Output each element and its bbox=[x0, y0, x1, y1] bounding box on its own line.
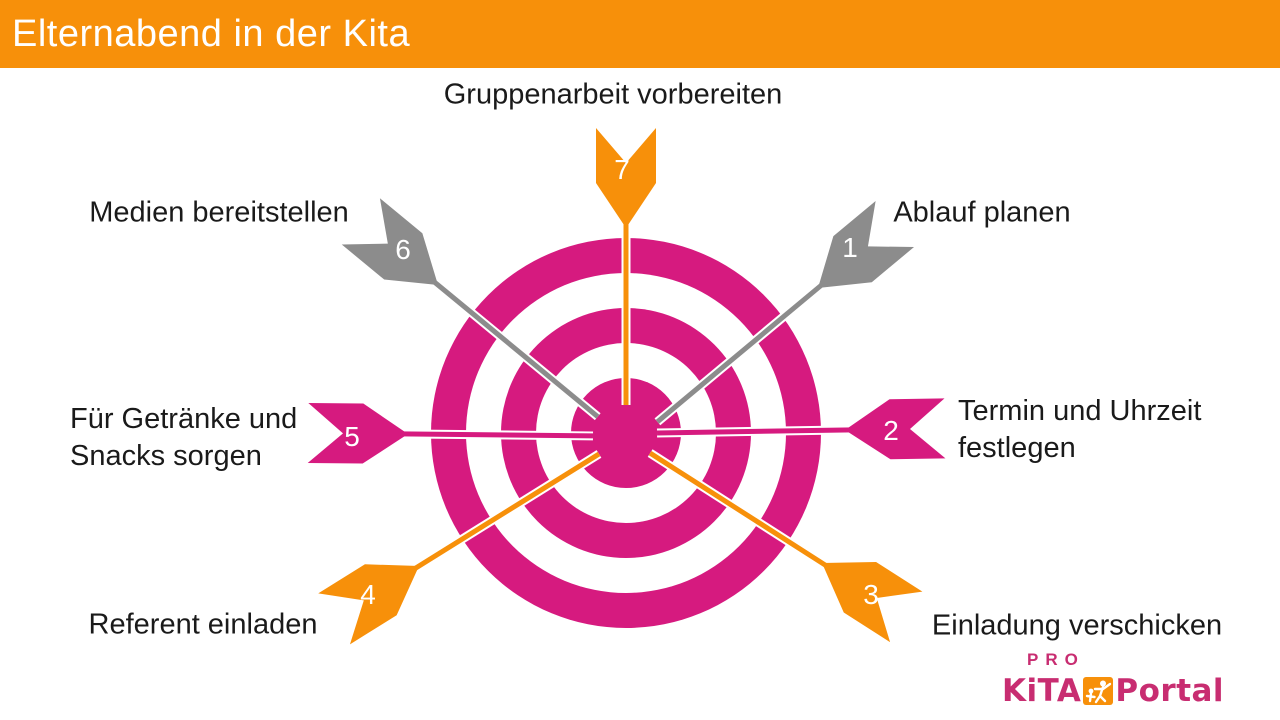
step-label-4: Referent einladen bbox=[88, 608, 318, 641]
arrow-2-shaft bbox=[656, 427, 854, 436]
arrow-1 bbox=[654, 200, 915, 426]
arrow-3-fletching bbox=[822, 561, 923, 643]
arrow-7 bbox=[596, 128, 656, 405]
logo-kita-text: KiTA bbox=[1002, 673, 1082, 709]
arrow-6-fletching bbox=[341, 198, 438, 285]
arrow-4 bbox=[318, 450, 602, 645]
arrow-2 bbox=[656, 398, 946, 460]
arrow-6-shaft bbox=[430, 277, 600, 419]
arrow-2-fletching bbox=[845, 398, 946, 460]
arrow-4-fletching bbox=[318, 564, 419, 645]
arrow-7-fletching bbox=[596, 128, 656, 228]
logo-pro-text: PRO bbox=[1027, 650, 1085, 669]
arrow-5-fletching bbox=[307, 402, 408, 464]
arrow-3 bbox=[647, 449, 923, 643]
step-number-3: 3 bbox=[863, 579, 879, 610]
arrow-5 bbox=[307, 402, 594, 464]
step-label-3: Einladung verschicken bbox=[931, 609, 1223, 642]
step-number-5: 5 bbox=[344, 421, 360, 452]
step-number-7: 7 bbox=[614, 154, 630, 185]
step-label-1: Ablauf planen bbox=[893, 196, 1071, 229]
step-number-6: 6 bbox=[395, 234, 411, 265]
logo-brand-row: KiTA Portal bbox=[1002, 673, 1262, 709]
bullseye-target bbox=[431, 238, 821, 628]
step-label-5: Für Getränke und Snacks sorgen bbox=[70, 403, 298, 472]
page-title: Elternabend in der Kita bbox=[12, 12, 411, 55]
step-label-2: Termin und Uhrzeit festlegen bbox=[958, 395, 1202, 464]
arrow-6 bbox=[341, 198, 601, 421]
arrow-1-fletching bbox=[818, 200, 915, 288]
arrow-3-shaft bbox=[648, 450, 831, 570]
logo-children-icon bbox=[1083, 677, 1114, 705]
arrow-4-shaft bbox=[410, 451, 601, 573]
slide-title-bar: Elternabend in der Kita bbox=[0, 0, 1280, 68]
step-label-7: Gruppenarbeit vorbereiten bbox=[443, 78, 783, 111]
step-label-6: Medien bereitstellen bbox=[89, 196, 349, 229]
prokita-portal-logo: PRO KiTA Portal bbox=[1002, 650, 1262, 709]
arrow-5-shaft bbox=[399, 431, 594, 439]
logo-portal-text: Portal bbox=[1115, 673, 1225, 709]
step-number-1: 1 bbox=[842, 232, 858, 263]
step-number-4: 4 bbox=[360, 579, 376, 610]
step-number-2: 2 bbox=[883, 415, 899, 446]
arrow-1-shaft bbox=[655, 280, 826, 424]
